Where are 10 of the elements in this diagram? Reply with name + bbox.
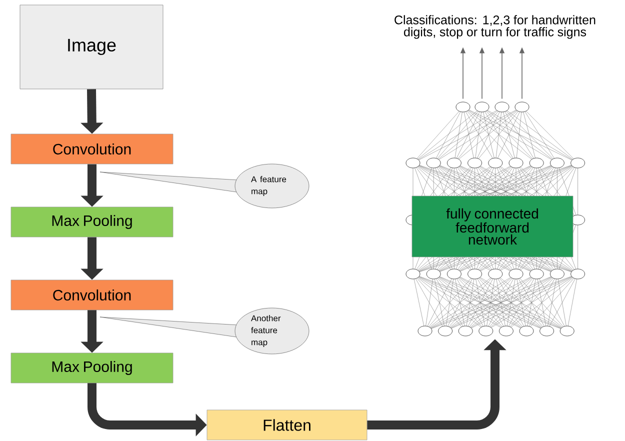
process-box: Max Pooling (10, 352, 174, 384)
callout-bubble: Another feature map (100, 308, 310, 354)
network-label-box: fully connected feedforward network (412, 196, 574, 258)
image-box: Image (20, 4, 164, 90)
process-box: Convolution (10, 134, 174, 164)
callout-bubble: A feature map (100, 164, 310, 208)
process-box: Flatten (206, 410, 368, 440)
process-box: Convolution (10, 280, 174, 310)
heading-text: Classifications: 1,2,3 for handwritten digits, stop or turn for traffic signs (394, 15, 596, 39)
process-box: Max Pooling (10, 206, 174, 238)
